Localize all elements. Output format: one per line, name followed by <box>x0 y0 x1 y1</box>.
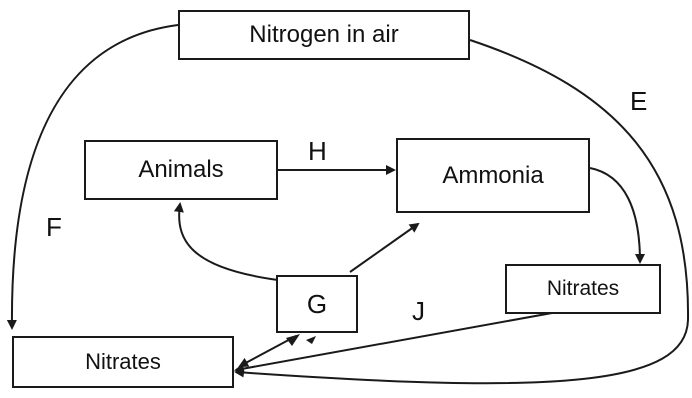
arrow-g-to-animals <box>173 202 279 281</box>
arrow-ammonia-to-nitrates <box>589 167 645 264</box>
node-animals: Animals <box>84 140 278 200</box>
arrow-f <box>6 24 179 330</box>
node-label: G <box>306 288 328 319</box>
arrow-j <box>234 312 553 374</box>
scan-speck <box>306 336 316 344</box>
arrow-nitrates-g-head-up <box>286 334 300 346</box>
label-j: J <box>412 296 425 326</box>
node-label: Nitrates <box>546 277 620 300</box>
label-e: E <box>630 86 648 116</box>
node-nitrates-left: Nitrates <box>12 336 234 388</box>
node-label: Nitrogen in air <box>249 21 399 48</box>
arrow-e <box>234 39 690 385</box>
arrow-g-to-ammonia <box>349 222 420 273</box>
arrow-nitrates-g <box>238 335 297 367</box>
node-nitrogen-in-air: Nitrogen in air <box>178 10 470 60</box>
node-ammonia: Ammonia <box>396 138 590 213</box>
node-label: Nitrates <box>85 349 161 374</box>
label-f: F <box>46 212 62 242</box>
node-g: G <box>276 275 358 333</box>
label-h: H <box>308 136 327 166</box>
node-label: Ammonia <box>442 161 544 189</box>
node-nitrates-right: Nitrates <box>505 264 661 314</box>
node-label: Animals <box>138 156 224 183</box>
